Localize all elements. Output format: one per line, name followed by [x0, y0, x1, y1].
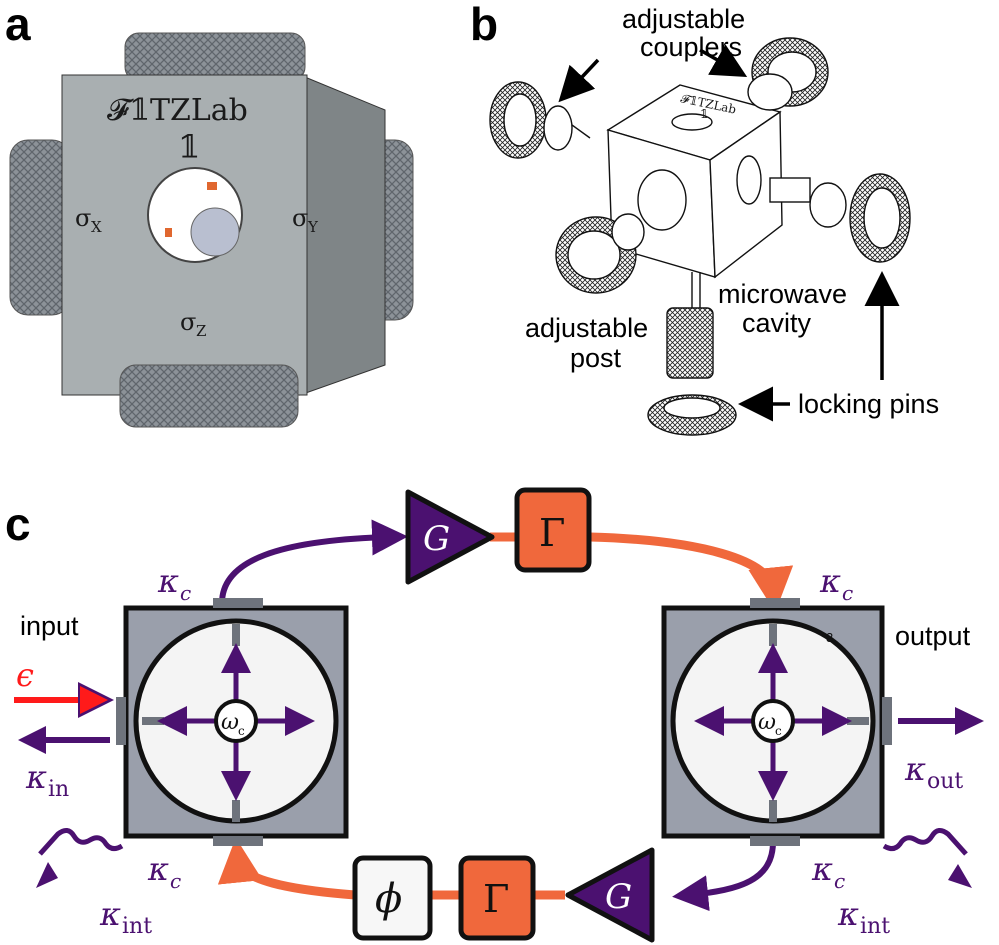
sigma-y-sub: Y	[307, 218, 319, 236]
path-phi-to-cavity-left	[217, 837, 356, 900]
kappa-out-sub: out	[927, 769, 963, 794]
path-gamma-top-to-cavity-right	[589, 532, 794, 613]
omega-left: ω	[221, 710, 239, 735]
gamma-top-label: Γ	[539, 511, 565, 555]
loss-box-bottom	[458, 855, 536, 941]
gain-bottom-label: G	[605, 877, 632, 917]
cavity-right	[661, 598, 892, 846]
panel-b-letter: b	[470, 0, 498, 50]
mini-cube-face: 𝟙	[700, 107, 708, 121]
cavity-left	[116, 598, 349, 846]
label-adjustable-couplers-2: couplers	[640, 32, 742, 62]
kappa-c-top-left: κ	[157, 562, 179, 600]
kappa-out: κ	[904, 750, 926, 788]
sigma-x-sub: X	[91, 218, 102, 236]
phase-shifter-box	[352, 855, 433, 941]
sigma-z-sub: Z	[196, 322, 206, 340]
output-label: output	[895, 621, 971, 651]
io-arrows	[14, 682, 984, 888]
loss-box-top	[514, 487, 592, 573]
input-label: input	[20, 611, 79, 641]
gain-top-label: G	[423, 519, 450, 559]
kappa-in: κ	[25, 758, 47, 796]
gain-amplifier-top	[405, 489, 495, 585]
sigma-z-label: σ	[180, 308, 196, 336]
panel-b-pointer-arrows	[558, 44, 900, 422]
label-microwave-1: microwave	[718, 279, 847, 309]
kappa-int-right: κ	[837, 895, 859, 933]
kappa-int-right-sub: int	[860, 914, 890, 939]
left-knurled-knob	[9, 139, 71, 316]
cube-logo-text: 𝓕𝟙TZLab	[107, 93, 248, 128]
hole-coupler-top	[207, 182, 217, 190]
kappa-c-top-left-sub: c	[180, 581, 191, 605]
path-cavity-right-to-gain-bottom	[672, 841, 776, 912]
label-cavity-2: cavity	[742, 308, 812, 338]
port-right-bottom	[750, 836, 800, 846]
tiny-mark: 3	[826, 630, 833, 645]
sigma-x-label: σ	[75, 204, 91, 232]
kappa-c-bottom-right: κ	[811, 850, 833, 888]
cube-face-label: 𝟙	[178, 128, 200, 166]
kappa-in-sub: in	[48, 777, 69, 802]
omega-right: ω	[758, 710, 776, 735]
panel-a-letter: a	[5, 0, 31, 50]
omega-right-sub: c	[775, 724, 782, 738]
panel-a-cube-render	[9, 32, 414, 428]
omega-left-sub: c	[238, 724, 245, 738]
kappa-c-top-right: κ	[819, 562, 841, 600]
phi-label: ϕ	[375, 876, 402, 922]
sigma-y-label: σ	[292, 204, 308, 232]
path-cavity-left-to-gain-top	[219, 519, 408, 604]
gamma-bottom-label: Γ	[483, 877, 509, 921]
panel-b-exploded-view	[489, 37, 911, 436]
port-right-top	[750, 598, 800, 608]
port-right-output	[882, 697, 892, 745]
epsilon-label: ϵ	[16, 656, 34, 694]
top-knurled-knob	[124, 32, 306, 82]
label-locking-pins: locking pins	[798, 389, 939, 419]
port-left-bottom	[213, 836, 263, 846]
gain-amplifier-bottom	[565, 847, 655, 943]
hole-coupler-left	[165, 228, 172, 237]
kappa-c-bottom-right-sub: c	[834, 869, 845, 893]
kappa-c-bottom-left-sub: c	[170, 869, 181, 893]
label-adjustable-post-1: adjustable	[525, 313, 648, 343]
port-left-input	[116, 697, 126, 745]
hole-post	[190, 207, 240, 257]
bottom-knurled-knob	[119, 364, 299, 428]
feedback-loop-paths	[217, 519, 794, 912]
panel-c-letter: c	[5, 498, 31, 550]
port-left-top	[213, 598, 263, 608]
kappa-int-left-sub: int	[122, 914, 152, 939]
label-adjustable-post-2: post	[570, 343, 622, 373]
kappa-c-top-right-sub: c	[842, 581, 853, 605]
kappa-int-left: κ	[99, 895, 121, 933]
label-adjustable-couplers-1: adjustable	[622, 4, 745, 34]
kappa-c-bottom-left: κ	[147, 850, 169, 888]
